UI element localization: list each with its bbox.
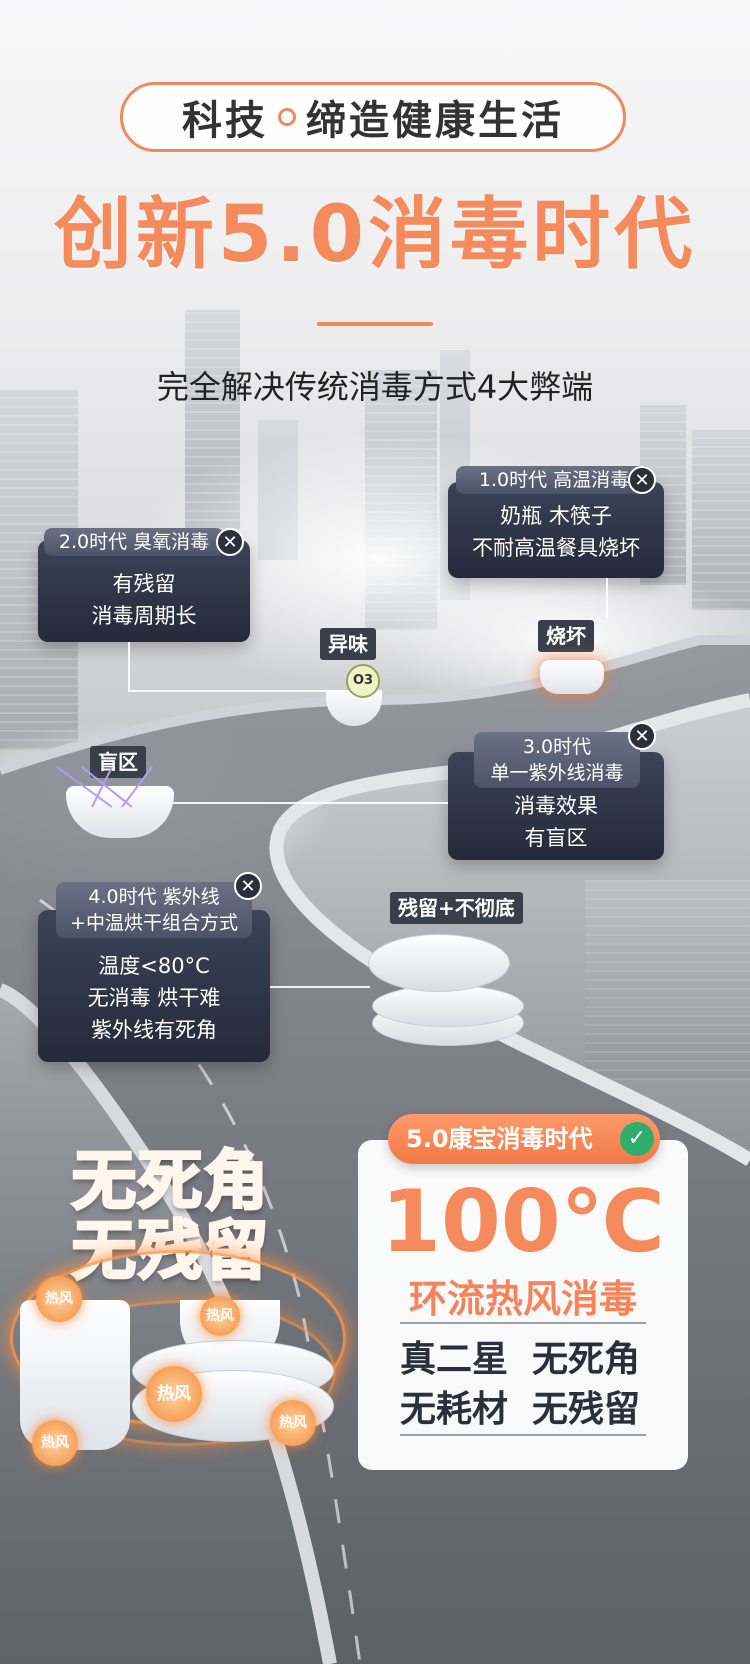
era3-line1: 消毒效果 <box>514 794 598 818</box>
panel-tag: 5.0康宝消毒时代 <box>388 1114 660 1164</box>
subheadline: 完全解决传统消毒方式4大弊端 <box>156 368 594 406</box>
close-icon: ✕ <box>628 722 656 750</box>
era3-tag: 3.0时代 单一紫外线消毒 <box>474 732 640 788</box>
era4-line1: 温度<80°C <box>98 954 210 978</box>
ozone-icon: O3 <box>346 664 380 698</box>
feature-no-consumables: 无耗材 <box>400 1389 509 1430</box>
era4-label: 残留+不彻底 <box>390 892 523 924</box>
method-text: 环流热风消毒 <box>408 1277 637 1321</box>
hot-air-badge: 热风 <box>270 1400 316 1446</box>
bowl-stack-icon <box>20 1300 130 1450</box>
era2-label: 异味 <box>320 628 376 660</box>
era3-label: 盲区 <box>90 746 146 778</box>
connector-line <box>128 642 130 690</box>
feature-no-residue: 无残留 <box>532 1389 641 1430</box>
slogan-no-dead-angle: 无死角 <box>71 1144 270 1221</box>
connector-line <box>128 690 328 692</box>
era2-card: 有残留 消毒周期长 <box>38 540 250 642</box>
divider <box>317 322 433 326</box>
building <box>585 880 750 1080</box>
era4-tag-line2: +中温烘干组合方式 <box>70 912 238 934</box>
plate-icon <box>368 934 510 992</box>
era2-line2: 消毒周期长 <box>91 604 197 628</box>
close-icon: ✕ <box>234 872 262 900</box>
panel-divider <box>400 1322 646 1324</box>
temperature-value: 100℃ <box>381 1172 665 1272</box>
building <box>692 430 750 610</box>
era1-card: 奶瓶 木筷子 不耐高温餐具烧坏 <box>448 482 664 578</box>
feature-no-dead-angle: 无死角 <box>532 1339 641 1380</box>
feature-true-two-star: 真二星 <box>400 1339 509 1380</box>
era4-tag: 4.0时代 紫外线 +中温烘干组合方式 <box>56 882 252 938</box>
burnt-container-icon <box>540 660 604 694</box>
close-icon: ✕ <box>628 466 656 494</box>
era1-line1: 奶瓶 木筷子 <box>500 504 612 528</box>
era3-line2: 有盲区 <box>524 826 588 850</box>
era2-line1: 有残留 <box>112 572 176 596</box>
era4-tag-line1: 4.0时代 紫外线 <box>88 886 220 908</box>
feature-panel <box>358 1140 688 1470</box>
era4-line3: 紫外线有死角 <box>91 1018 217 1042</box>
era1-tag: 1.0时代 高温消毒 <box>456 466 652 494</box>
era2-tag: 2.0时代 臭氧消毒 <box>44 528 224 556</box>
era3-tag-line2: 单一紫外线消毒 <box>490 762 624 784</box>
headline: 创新5.0消毒时代 <box>53 190 697 280</box>
header-pill: 科技 缔造健康生活 <box>120 82 626 152</box>
connector-line <box>606 578 608 618</box>
check-icon: ✓ <box>620 1122 654 1156</box>
plate-icon <box>372 985 524 1027</box>
era3-tag-line1: 3.0时代 <box>522 736 592 758</box>
era1-line2: 不耐高温餐具烧坏 <box>472 536 640 560</box>
pill-right-text: 缔造健康生活 <box>306 98 564 144</box>
bowl-icon <box>66 786 174 838</box>
hot-air-badge: 热风 <box>36 1276 82 1322</box>
panel-divider <box>400 1434 646 1436</box>
hot-air-badge: 热风 <box>146 1366 202 1422</box>
connector-line <box>170 802 448 804</box>
close-icon: ✕ <box>216 528 244 556</box>
era4-line2: 无消毒 烘干难 <box>87 986 221 1010</box>
dot-icon <box>278 108 296 126</box>
uv-light-icon <box>56 766 153 808</box>
connector-line <box>270 986 370 988</box>
hot-air-badge: 热风 <box>200 1296 240 1336</box>
era1-label: 烧坏 <box>538 620 594 652</box>
hot-air-badge: 热风 <box>32 1420 78 1466</box>
pill-left-text: 科技 <box>182 98 268 144</box>
